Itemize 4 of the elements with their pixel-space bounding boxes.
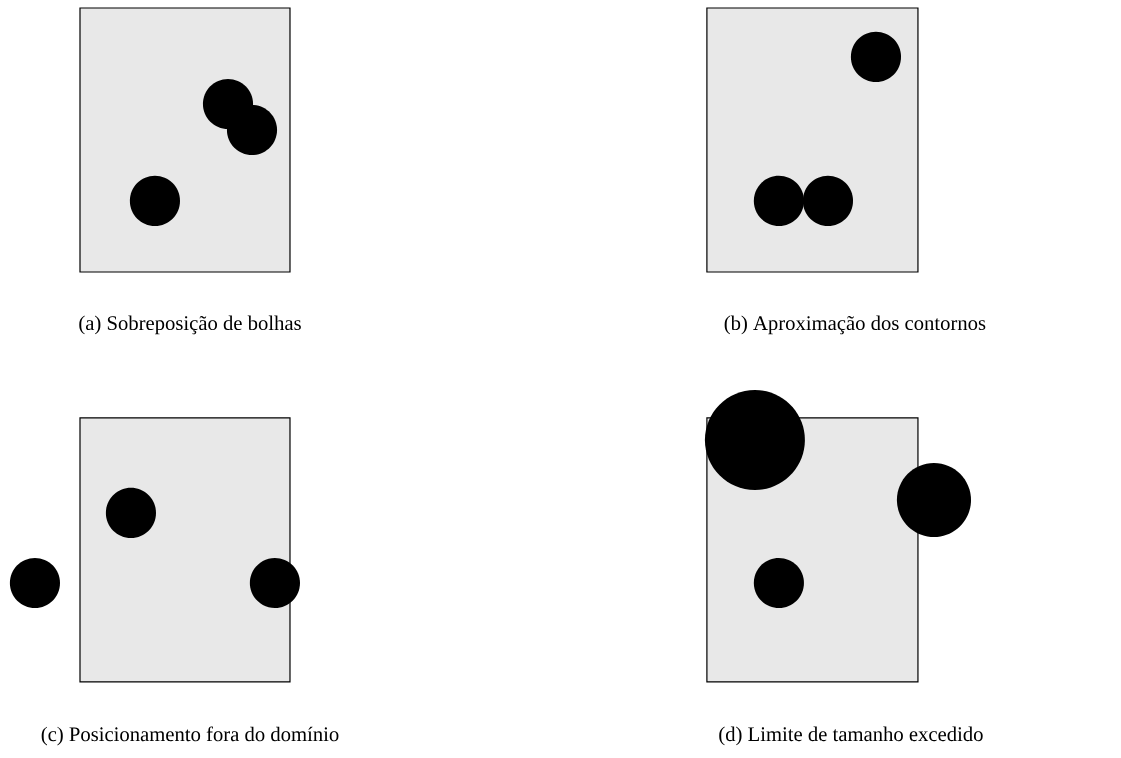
caption: (a) Sobreposição de bolhas (79, 315, 301, 335)
caption: (b) Aproximação dos contornos (724, 315, 986, 335)
caption: (c) Posicionamento fora do domínio (41, 726, 339, 746)
caption: (d) Limite de tamanho excedido (719, 726, 983, 746)
